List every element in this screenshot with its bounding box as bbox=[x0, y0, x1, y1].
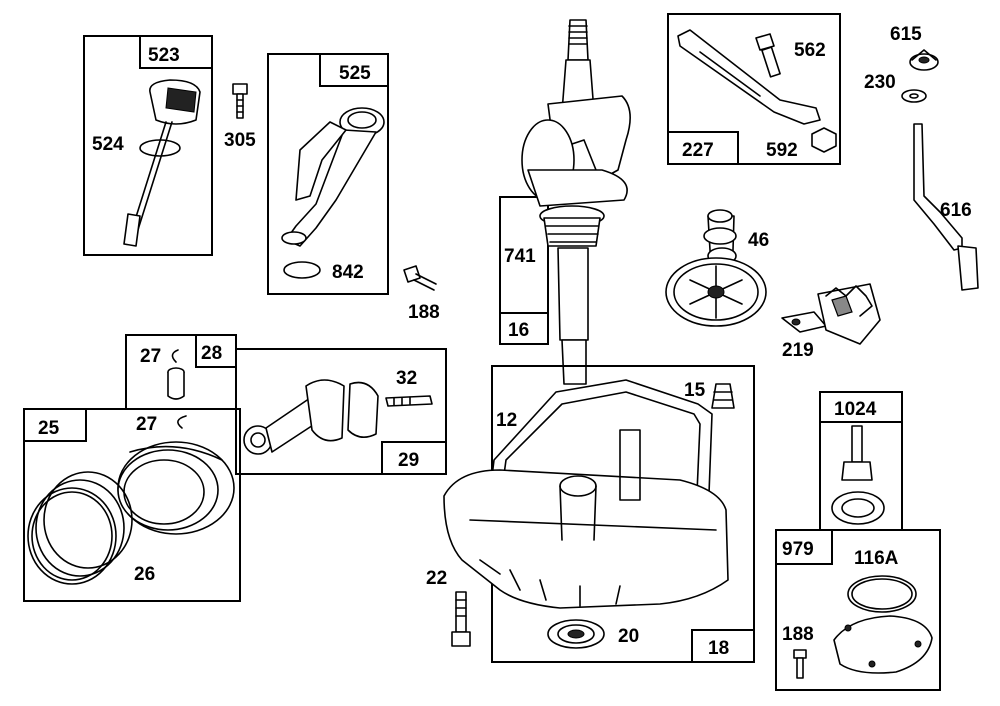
part-741-label: 741 bbox=[504, 246, 536, 267]
governor-lever-drawing bbox=[677, 29, 837, 153]
part-305-label: 305 bbox=[224, 130, 256, 151]
part-26-label: 26 bbox=[134, 564, 155, 585]
part-227-label: 227 bbox=[682, 140, 714, 161]
part-562-label: 562 bbox=[794, 40, 826, 61]
o-ring-116a-drawing bbox=[847, 575, 917, 613]
part-28-label: 28 bbox=[201, 343, 222, 364]
group-227-governor-lever: 227 562 592 bbox=[667, 13, 841, 165]
part-116a-label: 116A bbox=[854, 548, 899, 569]
snap-ring-27b-drawing bbox=[177, 415, 187, 429]
part-29-label: 29 bbox=[398, 450, 419, 471]
part-842-label: 842 bbox=[332, 262, 364, 283]
group-25-piston: 25 27 26 bbox=[23, 408, 241, 602]
group-18-crankcase-sump: 18 12 15 20 bbox=[443, 365, 755, 663]
pump-cover-drawing bbox=[833, 615, 933, 674]
part-1024-label: 1024 bbox=[834, 399, 877, 420]
group-16-crankshaft: 16 741 bbox=[499, 19, 631, 385]
connecting-rod-drawing bbox=[243, 379, 433, 455]
oil-pump-drawing bbox=[831, 425, 885, 525]
piston-drawing bbox=[117, 441, 235, 535]
part-525-label: 525 bbox=[339, 63, 371, 84]
part-979-label: 979 bbox=[782, 539, 814, 560]
snap-ring-27a-drawing bbox=[171, 349, 179, 363]
bolt-188-drawing bbox=[403, 265, 437, 291]
part-15-label: 15 bbox=[684, 380, 706, 401]
crankshaft-drawing bbox=[521, 19, 631, 385]
piston-pin-drawing bbox=[167, 367, 185, 400]
group-523-dipstick: 523 524 bbox=[83, 35, 213, 256]
group-525-oil-fill-tube: 525 842 bbox=[267, 53, 389, 295]
part-27b-label: 27 bbox=[136, 414, 157, 435]
part-188a-label: 188 bbox=[408, 302, 440, 323]
part-16-label: 16 bbox=[508, 320, 529, 341]
part-188b-label: 188 bbox=[782, 624, 814, 645]
washer-615-230-drawing bbox=[901, 49, 939, 103]
part-12-label: 12 bbox=[496, 410, 517, 431]
part-592-label: 592 bbox=[766, 140, 798, 161]
part-22-label: 22 bbox=[426, 568, 447, 589]
fill-tube-drawing bbox=[281, 107, 385, 279]
camshaft-drawing bbox=[665, 209, 767, 327]
governor-assembly-drawing bbox=[781, 283, 881, 345]
plug-15-drawing bbox=[711, 383, 735, 409]
part-524-label: 524 bbox=[92, 134, 124, 155]
dipstick-cap-drawing bbox=[123, 79, 201, 247]
part-219-label: 219 bbox=[782, 340, 814, 361]
group-29-connecting-rod: 29 32 bbox=[235, 348, 447, 475]
part-20-label: 20 bbox=[618, 626, 639, 647]
part-616-label: 616 bbox=[940, 200, 972, 221]
piston-rings-drawing bbox=[27, 471, 133, 585]
bolt-305-drawing bbox=[232, 83, 248, 119]
part-46-label: 46 bbox=[748, 230, 769, 251]
group-28-piston-pin: 28 27 bbox=[125, 334, 237, 410]
part-615-label: 615 bbox=[890, 24, 922, 45]
part-32-label: 32 bbox=[396, 368, 417, 389]
part-27a-label: 27 bbox=[140, 346, 161, 367]
part-18-label: 18 bbox=[708, 638, 729, 659]
bolt-188b-drawing bbox=[793, 649, 807, 679]
group-979-pump-cover: 979 116A 188 bbox=[775, 529, 941, 691]
part-25-label: 25 bbox=[38, 418, 60, 439]
part-523-label: 523 bbox=[148, 45, 180, 66]
group-1024-oil-pump: 1024 bbox=[819, 391, 903, 531]
bolt-22-drawing bbox=[451, 591, 471, 647]
oil-seal-20-drawing bbox=[547, 619, 605, 649]
part-230-label: 230 bbox=[864, 72, 896, 93]
sump-body-drawing bbox=[443, 429, 729, 609]
governor-shaft-616-drawing bbox=[913, 123, 979, 291]
